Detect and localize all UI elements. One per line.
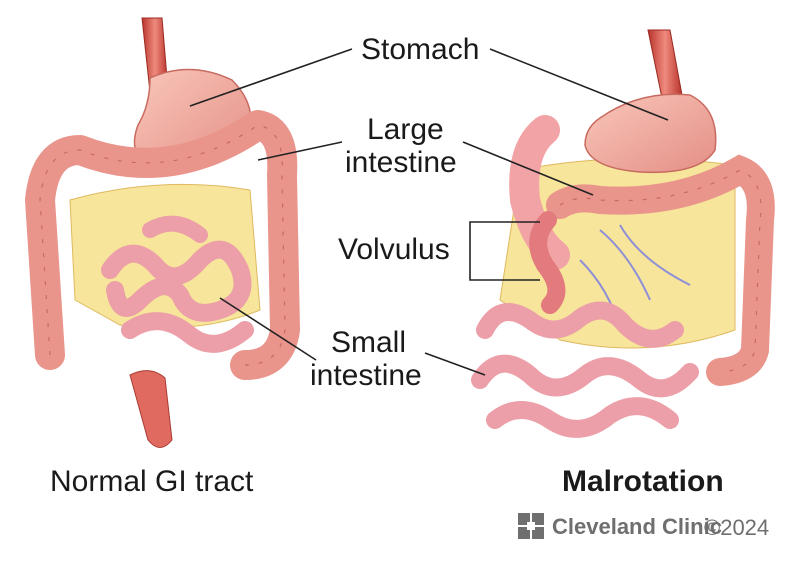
small-intestine-leader-left [219,297,317,361]
normal-gi-tract-illustration [25,17,300,448]
stomach-label: Stomach [361,33,480,66]
cleveland-clinic-logo-icon [518,513,544,539]
large-intestine-leader-right [462,141,594,196]
normal-rectum [129,370,173,448]
normal-small-intestine [101,215,254,353]
malrotation-illustration [471,29,775,438]
malrotation-caption: Malrotation [562,465,724,498]
cleveland-clinic-logo: Cleveland Clinic [518,512,722,542]
small-intestine-label-line2: intestine [310,359,422,392]
volvulus-twist [529,211,566,314]
volvulus-label: Volvulus [338,233,450,266]
large-intestine-leader-left [257,141,343,161]
stomach-leader-right [489,48,669,121]
large-intestine-label-line1: Large [367,113,444,146]
stomach-leader-left [189,48,353,107]
small-intestine-label-line1: Small [331,326,407,359]
copyright-notice: ©2024 [704,515,770,540]
large-intestine-label-line2: intestine [345,146,457,179]
logo-wordmark: Cleveland Clinic [552,514,722,539]
malrotation-esophagus [647,29,683,99]
leader-lines [189,48,669,376]
volvulus-bracket [469,221,540,281]
malrotation-stomach [584,93,717,174]
normal-gi-tract-caption: Normal GI tract [50,465,254,498]
small-intestine-leader-right [424,352,486,376]
malrotation-small-intestine [471,301,699,438]
